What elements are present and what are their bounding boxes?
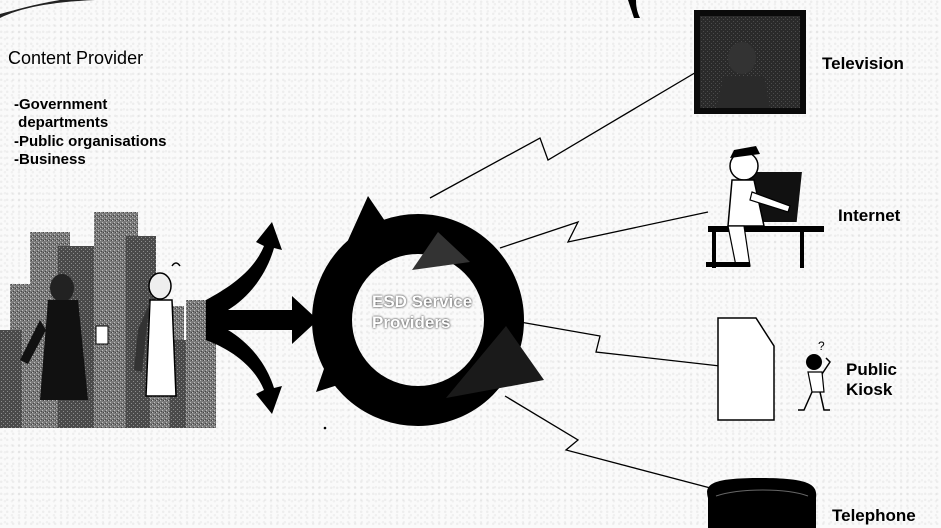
link-telephone [505, 396, 718, 490]
kiosk-label: Public Kiosk [846, 360, 897, 399]
hub-label-line2: Providers [372, 313, 472, 334]
television-label: Television [822, 54, 904, 74]
header-swoosh [0, 0, 95, 18]
header-fragment [628, 0, 640, 18]
kiosk-illustration: ? [718, 318, 830, 420]
content-provider-list: -Government departments -Public organisa… [14, 96, 167, 169]
list-item: -Government [14, 96, 167, 114]
link-kiosk [520, 322, 720, 366]
list-item: departments [14, 114, 167, 132]
list-item: -Business [14, 151, 167, 169]
content-provider-illustration [0, 212, 216, 428]
list-item: -Public organisations [14, 133, 167, 151]
link-television [430, 58, 720, 198]
television-illustration [694, 10, 806, 114]
internet-label: Internet [838, 206, 900, 226]
distribution-arrow [206, 222, 318, 414]
hub-label: ESD Service Providers [372, 292, 472, 333]
kiosk-label-line1: Public [846, 360, 897, 380]
telephone-label: Telephone [832, 506, 916, 526]
hub-label-line1: ESD Service [372, 292, 472, 313]
link-internet [500, 212, 708, 248]
svg-text:?: ? [818, 339, 825, 353]
telephone-illustration [707, 478, 816, 528]
kiosk-label-line2: Kiosk [846, 380, 897, 400]
content-provider-title: Content Provider [8, 48, 143, 69]
internet-illustration [706, 146, 824, 268]
